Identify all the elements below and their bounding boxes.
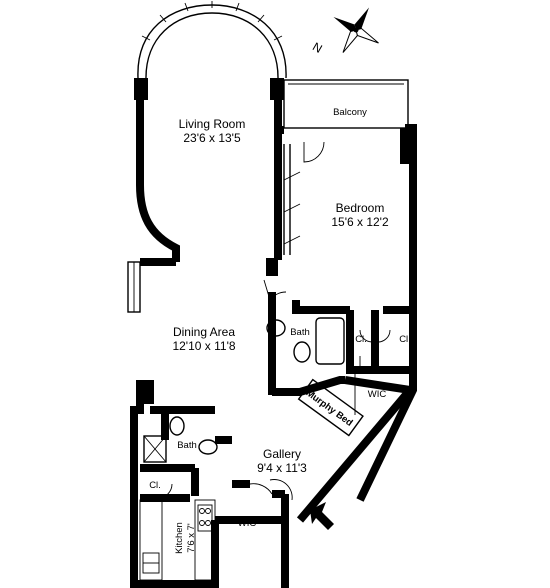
closet-2-name: Cl. [399,334,411,345]
kitchen-dims: 7'6 x 7' [186,523,197,553]
dining-area-dims: 12'10 x 11'8 [172,339,235,353]
gallery-dims: 9'4 x 11'3 [257,461,307,475]
closet-3-name: Cl. [149,480,161,491]
compass-north-label: N [310,39,325,55]
bath-small-name: Bath [177,440,197,451]
wic-bedroom-name: WIC [368,389,387,400]
bay-window [137,1,287,81]
closet-1-name: Cl. [355,334,367,345]
compass-star-icon [333,7,379,53]
gallery-name: Gallery [263,447,301,461]
bath-fixtures [143,317,391,499]
interior-walls [139,141,414,588]
dining-area-name: Dining Area [173,325,235,339]
living-room-name: Living Room [179,117,246,131]
wic-gallery-name: WIC [238,518,257,529]
bedroom-dims: 15'6 x 12'2 [331,215,389,229]
bath-main-name: Bath [290,327,310,338]
living-room-dims: 23'6 x 13'5 [183,131,241,145]
balcony-name: Balcony [333,107,367,118]
kitchen-name: Kitchen [174,522,185,554]
entry-arrow-icon [310,502,334,530]
bedroom-name: Bedroom [336,201,385,215]
